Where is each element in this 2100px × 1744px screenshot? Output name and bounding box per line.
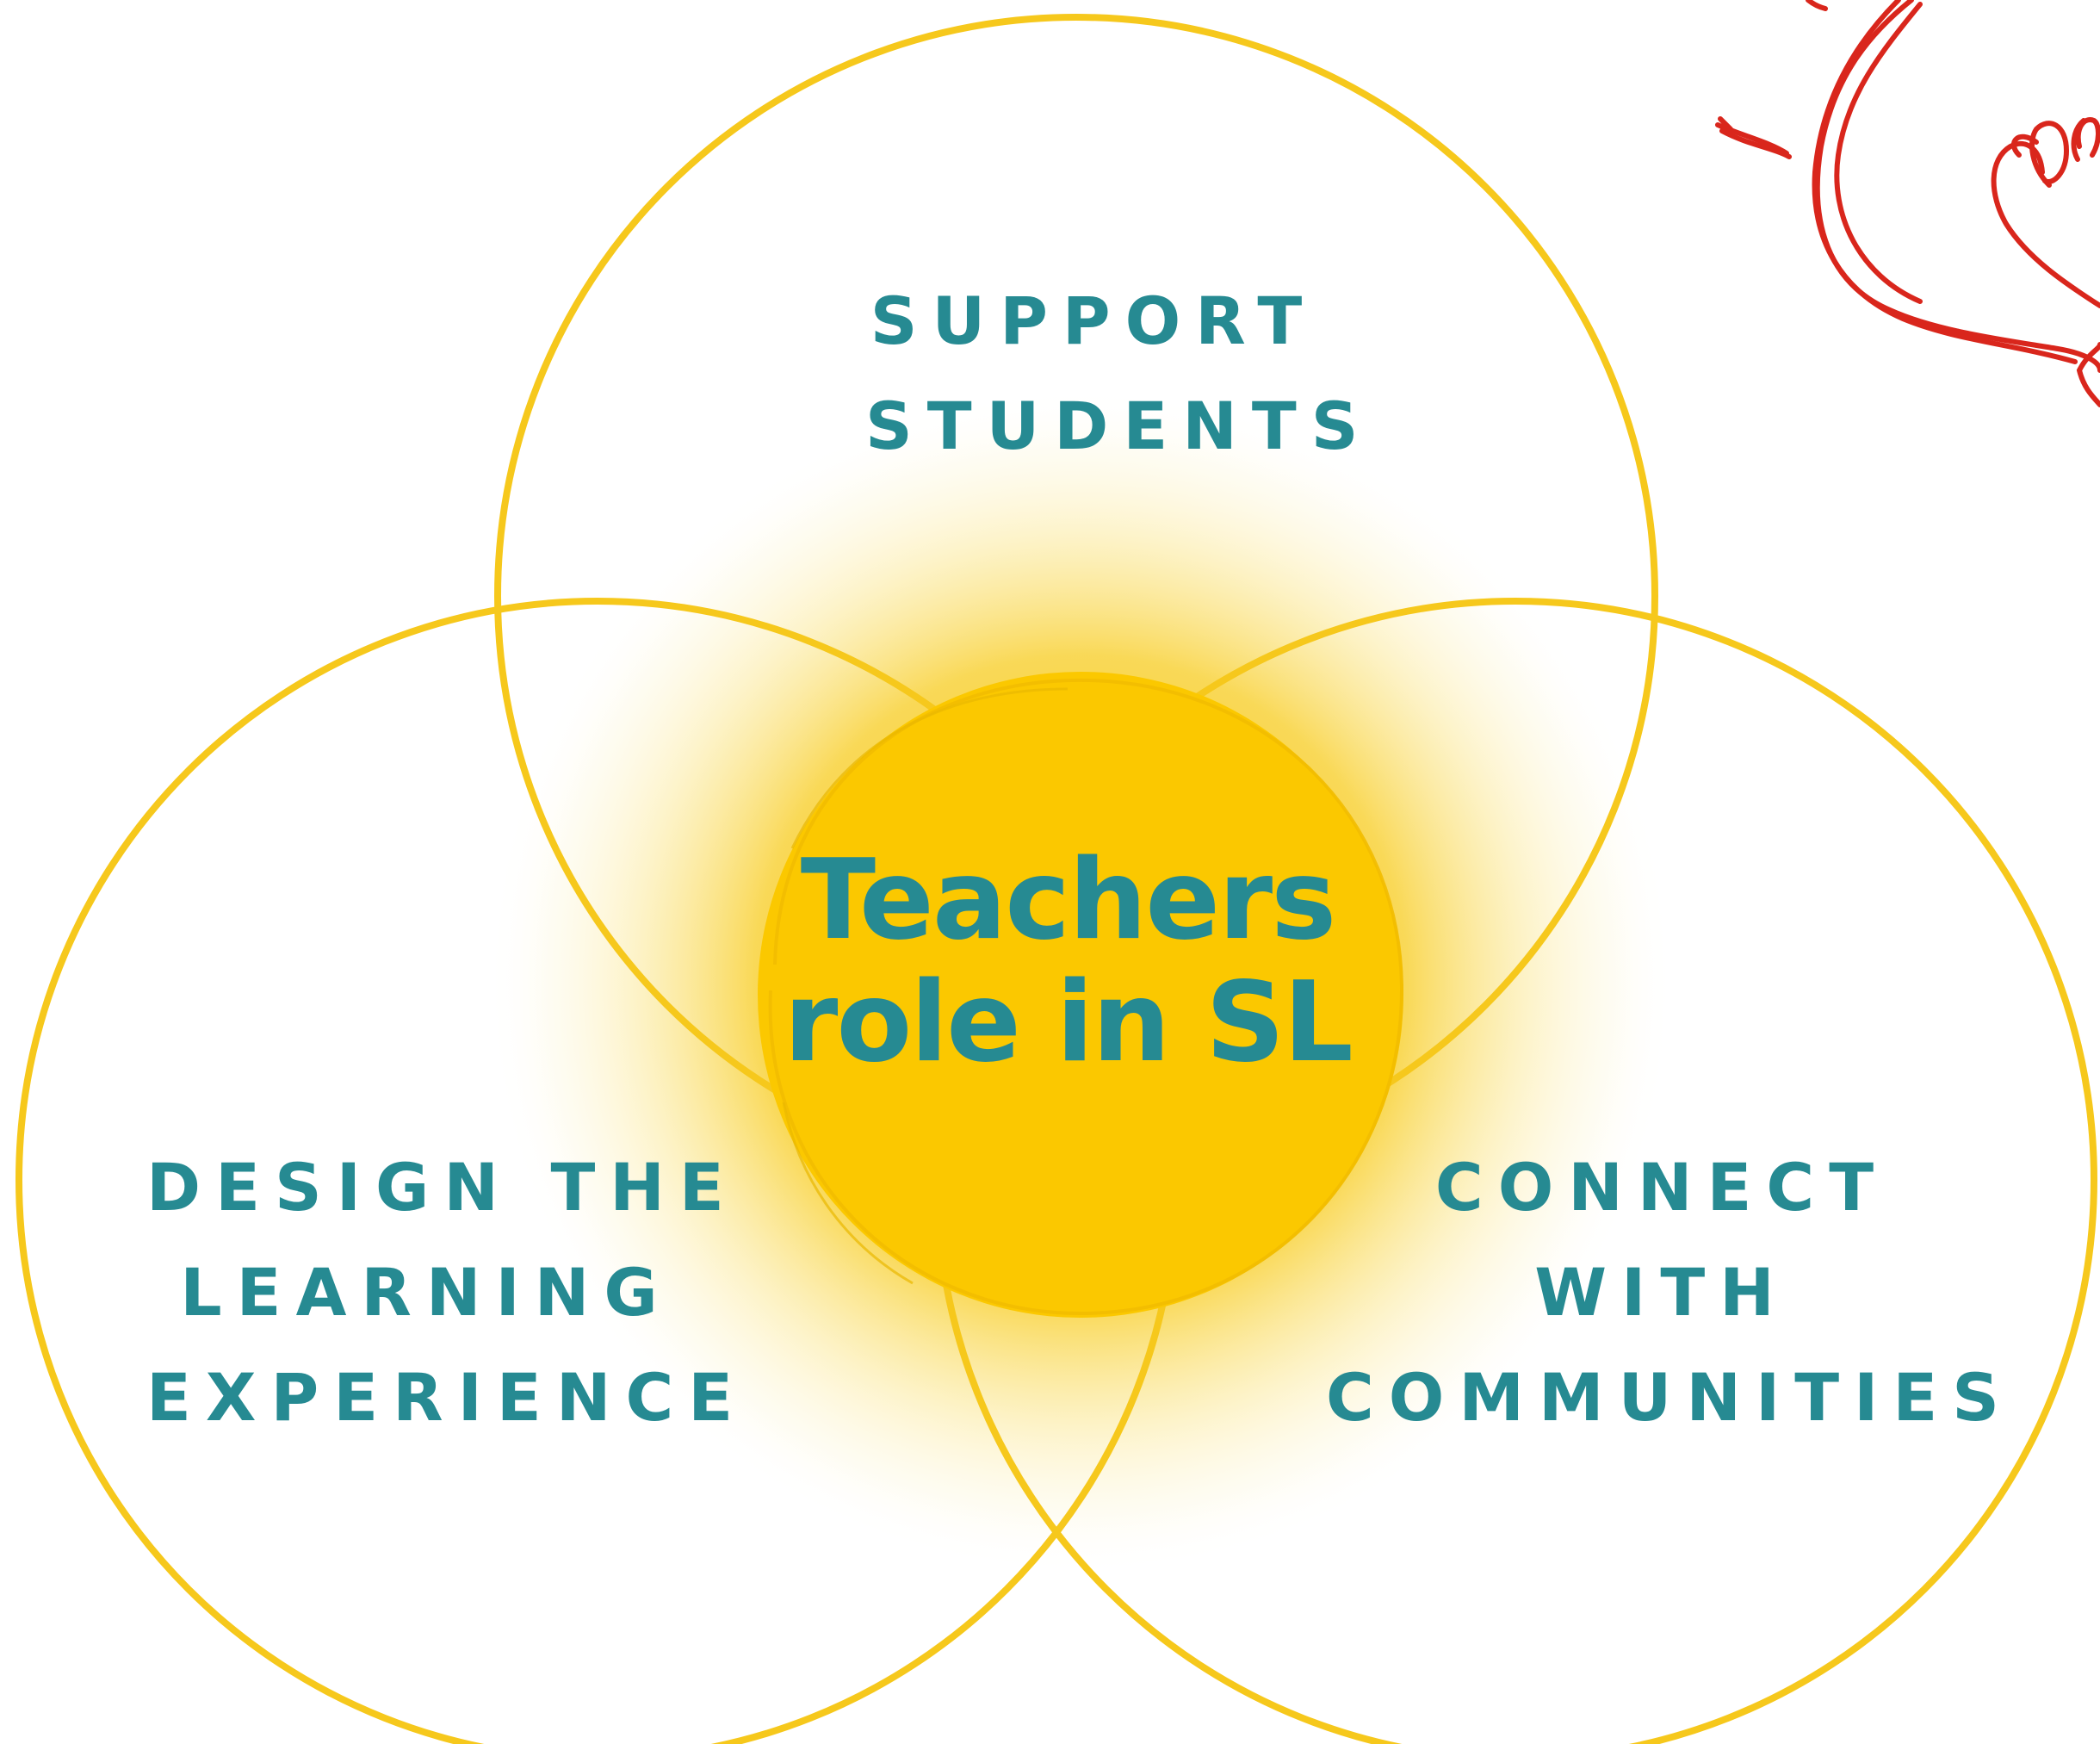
support-students-line-1: SUPPORT — [870, 282, 1317, 359]
center-circle — [758, 672, 1403, 1318]
support-students-line-2: STUDENTS — [865, 388, 1373, 464]
center-title-line-2: role in SL — [784, 959, 1354, 1087]
design-label-line-1: DESIGN THE — [146, 1149, 739, 1226]
connect-label-line-2: WITH — [1534, 1254, 1789, 1331]
center-circle-sketch — [768, 678, 1404, 1316]
connect-label-line-3: COMMUNITIES — [1326, 1359, 2015, 1436]
center-title: Teachers role in SL — [740, 840, 1395, 1084]
center-title-line-1: Teachers — [800, 836, 1337, 965]
connect-with-communities-label: CONNECT WITH COMMUNITIES — [1326, 1135, 2015, 1450]
design-label-line-3: EXPERIENCE — [146, 1359, 748, 1436]
connect-label-line-1: CONNECT — [1434, 1149, 1889, 1226]
support-students-label: SUPPORT STUDENTS — [865, 269, 1373, 479]
design-learning-experience-label: DESIGN THE LEARNING EXPERIENCE — [146, 1135, 748, 1450]
design-label-line-2: LEARNING — [180, 1254, 672, 1331]
red-heart-doodle-icon — [1715, 0, 2100, 407]
center-circle-sketch-2 — [782, 687, 1069, 1285]
